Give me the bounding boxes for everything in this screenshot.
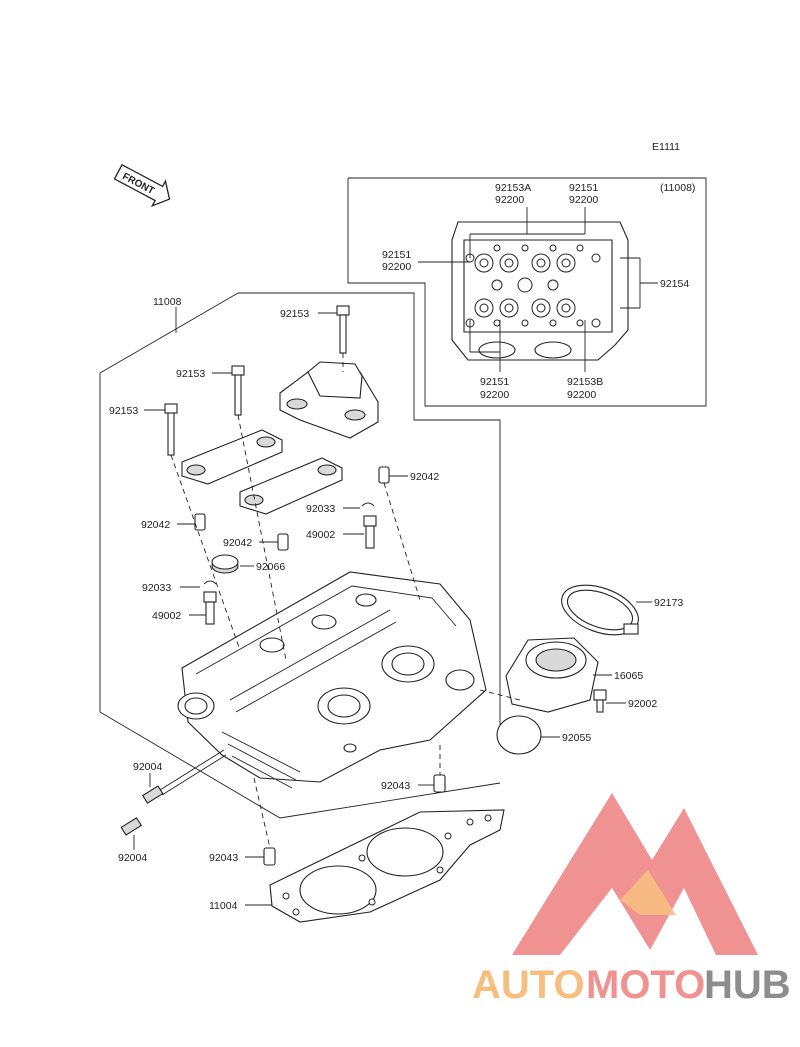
assembly-frame-top [238, 292, 501, 728]
label-92153A: 92153A [495, 182, 531, 194]
label-92200-d: 92200 [480, 389, 509, 401]
label-49002-a: 49002 [306, 529, 335, 541]
dash-4 [383, 482, 421, 601]
label-92153B: 92153B [567, 376, 603, 388]
dash-5 [253, 777, 271, 849]
inset-frame [347, 177, 707, 407]
head-gasket-11004 [269, 809, 505, 923]
label-11004: 11004 [209, 900, 238, 912]
o-ring-92055 [496, 715, 542, 755]
logo-hub: HUB [704, 963, 791, 1007]
bolt-92002 [593, 689, 607, 713]
plug-seal-92066 [211, 554, 239, 574]
bolt-92153-left [164, 403, 178, 456]
label-92066: 92066 [256, 561, 285, 573]
label-92151-c: 92151 [480, 376, 509, 388]
label-92042-a: 92042 [410, 471, 439, 483]
clip-92033-left [203, 580, 217, 585]
label-92200-b: 92200 [569, 194, 598, 206]
label-92043-b: 92043 [209, 852, 238, 864]
label-92033-a: 92033 [306, 503, 335, 515]
reference-code: E1111 [652, 141, 680, 153]
label-92002: 92002 [628, 698, 657, 710]
main-leaders [133, 312, 652, 906]
dash-7 [479, 689, 521, 701]
cam-cap-middle [239, 457, 343, 515]
intake-holder-16065 [505, 637, 599, 713]
label-92042-c: 92042 [223, 537, 252, 549]
inset-title: (11008) [660, 182, 695, 194]
label-92043-a: 92043 [381, 780, 410, 792]
dowel-pin-92043-right [433, 774, 446, 793]
clip-92033-right [361, 502, 375, 507]
stud-92004-lower [120, 817, 143, 836]
front-arrow-icon: FRONT [113, 163, 171, 208]
label-92004-b: 92004 [118, 852, 147, 864]
label-92153-c: 92153 [109, 405, 138, 417]
cam-cap-holder-right [279, 361, 379, 439]
dowel-pin-92043-left [263, 847, 276, 866]
label-11008: 11008 [153, 296, 182, 308]
label-92033-b: 92033 [142, 582, 171, 594]
label-92042-b: 92042 [141, 519, 170, 531]
label-92153-b: 92153 [176, 368, 205, 380]
dowel-pin-92042-left [194, 513, 206, 531]
fitting-49002-left [203, 591, 217, 625]
dash-3 [170, 454, 241, 651]
label-92151-b: 92151 [382, 249, 411, 261]
cam-cap-left [181, 429, 283, 485]
label-92151-a: 92151 [569, 182, 598, 194]
bolt-92153-right [336, 305, 350, 354]
label-92173: 92173 [654, 597, 683, 609]
label-92055: 92055 [562, 732, 591, 744]
label-92200-e: 92200 [567, 389, 596, 401]
logo-auto: AUTO [472, 963, 585, 1007]
dowel-pin-92042-mid [277, 533, 289, 551]
automotohub-logo: AUTO MOTO HUB [472, 793, 791, 1007]
dash-2 [237, 414, 287, 661]
assembly-frame-left [99, 292, 501, 819]
label-92153-a: 92153 [280, 308, 309, 320]
label-92154: 92154 [660, 278, 689, 290]
dowel-pin-92042-right [378, 466, 390, 484]
label-92200-a: 92200 [495, 194, 524, 206]
stud-92004-upper [141, 749, 227, 804]
label-16065: 16065 [614, 670, 643, 682]
fitting-49002-right [363, 515, 377, 549]
cylinder-head-11008 [177, 571, 487, 789]
bolt-92153-middle [231, 365, 245, 416]
inset-head-top-view [451, 221, 641, 361]
label-92004-a: 92004 [133, 761, 162, 773]
logo-moto: MOTO [586, 963, 705, 1007]
clamp-92173 [561, 584, 639, 636]
label-49002-b: 49002 [152, 610, 181, 622]
label-92200-c: 92200 [382, 261, 411, 273]
